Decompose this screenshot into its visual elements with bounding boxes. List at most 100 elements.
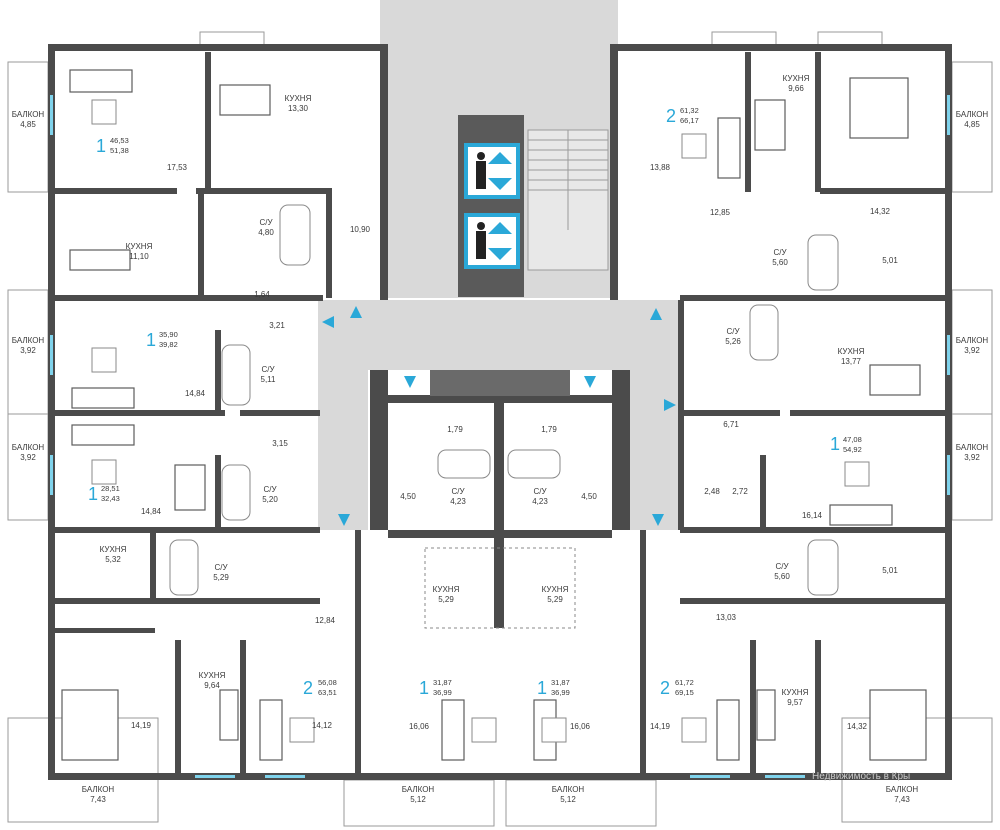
apartment-rooms: 1 — [419, 678, 429, 698]
room-area: 3,15 — [272, 439, 288, 448]
balcony-area-10: 3,92 — [964, 453, 980, 462]
windows — [50, 95, 950, 778]
sofa — [716, 699, 740, 761]
bathroom-area: 5,60 — [774, 572, 790, 581]
lift-shafts — [458, 115, 524, 297]
apartment-rooms: 1 — [146, 330, 156, 350]
balcony-label-8: БАЛКОН — [956, 110, 989, 119]
room-area: 14,19 — [131, 721, 152, 730]
kitchen-area: 5,29 — [547, 595, 563, 604]
balcony-area-8: 4,85 — [964, 120, 980, 129]
stairs — [527, 129, 609, 271]
sofa — [71, 387, 135, 409]
room-area: 6,71 — [723, 420, 739, 429]
bathroom-area: 5,26 — [725, 337, 741, 346]
room-area: 12,84 — [315, 616, 336, 625]
outer-walls — [48, 44, 952, 780]
room-area: 14,12 — [312, 721, 333, 730]
balcony-label-2: БАЛКОН — [12, 336, 45, 345]
apartment-rooms: 1 — [537, 678, 547, 698]
sofa — [829, 504, 893, 526]
kitchen-label: КУХНЯ — [126, 242, 153, 251]
interior-walls-center — [388, 370, 612, 628]
kitchen-label: КУХНЯ — [838, 347, 865, 356]
kitchen-area: 9,64 — [204, 681, 220, 690]
bathroom-label: С/У — [214, 563, 228, 572]
kitchen-label: КУХНЯ — [285, 94, 312, 103]
apartment-rooms: 2 — [660, 678, 670, 698]
balcony-area-3: 3,92 — [20, 453, 36, 462]
apartment-rooms: 1 — [830, 434, 840, 454]
balcony-label-3: БАЛКОН — [12, 443, 45, 452]
apartment-total: 39,82 — [159, 340, 178, 349]
room-area: 10,90 — [350, 225, 371, 234]
room-area: 14,19 — [650, 722, 671, 731]
apartment-living: 47,08 — [843, 435, 862, 444]
apartment-living: 46,53 — [110, 136, 129, 145]
room-area: 13,88 — [650, 163, 671, 172]
room-area: 1,64 — [254, 290, 270, 299]
kitchen-area: 11,10 — [129, 252, 149, 261]
apartment-rooms: 1 — [96, 136, 106, 156]
apartment-total: 69,15 — [675, 688, 694, 697]
room-area: 4,50 — [581, 492, 597, 501]
balcony-label-4: БАЛКОН — [82, 785, 115, 794]
room-area: 4,50 — [400, 492, 416, 501]
corridor-upper — [318, 300, 678, 370]
kitchen-label: КУХНЯ — [199, 671, 226, 680]
bathroom-label: С/У — [261, 365, 275, 374]
kitchen-label: КУХНЯ — [100, 545, 127, 554]
balcony-label-5: БАЛКОН — [402, 785, 435, 794]
room-area: 17,53 — [167, 163, 188, 172]
bathroom-area: 5,60 — [772, 258, 788, 267]
bathroom-label: С/У — [773, 248, 787, 257]
kitchen-area: 9,57 — [787, 698, 803, 707]
sofa — [441, 699, 465, 761]
bathroom-area: 5,29 — [213, 573, 229, 582]
room-area: 2,72 — [732, 487, 748, 496]
bathroom-label: С/У — [263, 485, 277, 494]
room-area: 1,79 — [541, 425, 557, 434]
bathroom-label: С/У — [451, 487, 465, 496]
apartment-living: 56,08 — [318, 678, 337, 687]
apartment-total: 63,51 — [318, 688, 337, 697]
balcony-label-10: БАЛКОН — [956, 443, 989, 452]
sofa — [69, 69, 133, 93]
balconies-bottom — [343, 779, 657, 827]
apartment-labels: 1 46,53 51,38 1 35,90 39,82 1 28,51 32,4… — [88, 106, 862, 698]
furniture — [61, 69, 927, 761]
room-area: 16,06 — [570, 722, 591, 731]
apartment-rooms: 2 — [303, 678, 313, 698]
kitchen-label: КУХНЯ — [783, 74, 810, 83]
balconies-left — [7, 61, 159, 823]
room-area: 14,84 — [141, 507, 162, 516]
apartment-living: 31,87 — [433, 678, 452, 687]
corridor-left — [318, 370, 368, 530]
room-area: 14,32 — [870, 207, 891, 216]
room-area: 2,48 — [704, 487, 720, 496]
bathroom-area: 5,11 — [261, 375, 277, 384]
room-area: 14,32 — [847, 722, 868, 731]
apartment-total: 51,38 — [110, 146, 129, 155]
bathroom-label: С/У — [726, 327, 740, 336]
balcony-area-7: 7,43 — [894, 795, 910, 804]
bathroom-area: 4,23 — [450, 497, 466, 506]
room-area: 3,21 — [269, 321, 285, 330]
sofa — [717, 117, 741, 179]
apartment-rooms: 2 — [666, 106, 676, 126]
balcony-labels: БАЛКОН 4,85 БАЛКОН 3,92 БАЛКОН 3,92 БАЛК… — [12, 110, 989, 804]
room-area: 5,01 — [882, 566, 898, 575]
room-area-labels: 17,53 10,90 1,64 3,21 14,84 3,15 14,84 1… — [131, 163, 898, 731]
balcony-label-9: БАЛКОН — [956, 336, 989, 345]
balcony-area-6: 5,12 — [560, 795, 576, 804]
kitchen-area: 13,30 — [288, 104, 309, 113]
sofa — [259, 699, 283, 761]
bathroom-labels: С/У 4,80 С/У 5,11 С/У 5,20 С/У 5,29 С/У … — [213, 218, 790, 582]
kitchen-label: КУХНЯ — [782, 688, 809, 697]
bathroom-label: С/У — [775, 562, 789, 571]
apartment-total: 66,17 — [680, 116, 699, 125]
apartment-total: 32,43 — [101, 494, 120, 503]
room-area: 1,79 — [447, 425, 463, 434]
lift-icon — [476, 152, 512, 260]
